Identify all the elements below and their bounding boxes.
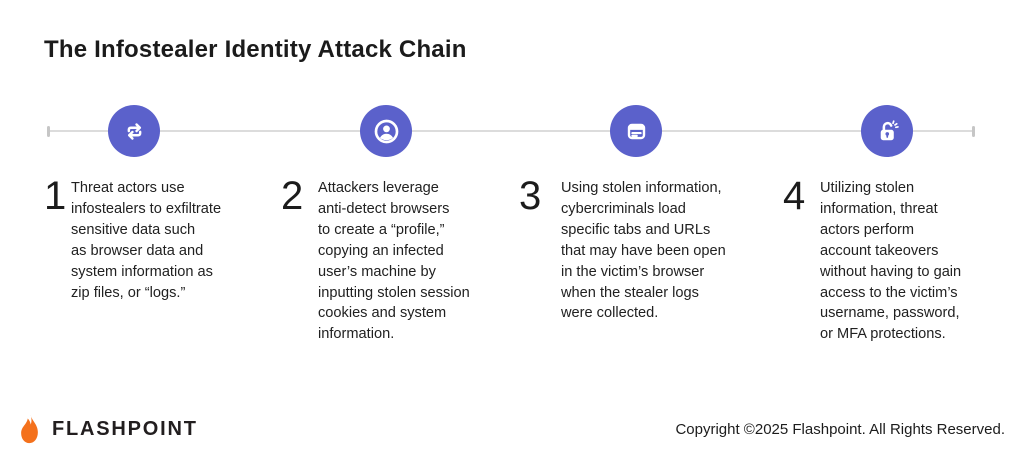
timeline-end-tick [972, 126, 975, 137]
step-3-number: 3 [519, 174, 542, 218]
step-4-number: 4 [783, 174, 806, 218]
step-3-node [610, 105, 662, 157]
step-4-description: Utilizing stolen information, threat act… [820, 180, 962, 343]
timeline-start-tick [47, 126, 50, 137]
step-2-node [360, 105, 412, 157]
unlocked-padlock-icon [880, 119, 899, 140]
copyright-text: Copyright ©2025 Flashpoint. All Rights R… [675, 421, 1005, 438]
swap-arrows-icon [127, 122, 141, 140]
browser-window-icon [627, 123, 645, 139]
timeline-line [48, 130, 975, 132]
step-3-description: Using stolen information, cybercriminals… [561, 180, 726, 322]
flashpoint-logo: FLASHPOINT [18, 413, 198, 445]
brand-name: FLASHPOINT [52, 417, 198, 440]
step-4-node [861, 105, 913, 157]
step-1-node [108, 105, 160, 157]
flame-icon [21, 414, 38, 444]
page-title: The Infostealer Identity Attack Chain [44, 36, 467, 63]
step-2-number: 2 [281, 174, 304, 218]
user-circle-icon [374, 119, 398, 143]
step-1-number: 1 [44, 174, 67, 218]
step-2-description: Attackers leverage anti-detect browsers … [318, 180, 470, 343]
step-1-description: Threat actors use infostealers to exfilt… [71, 180, 222, 301]
